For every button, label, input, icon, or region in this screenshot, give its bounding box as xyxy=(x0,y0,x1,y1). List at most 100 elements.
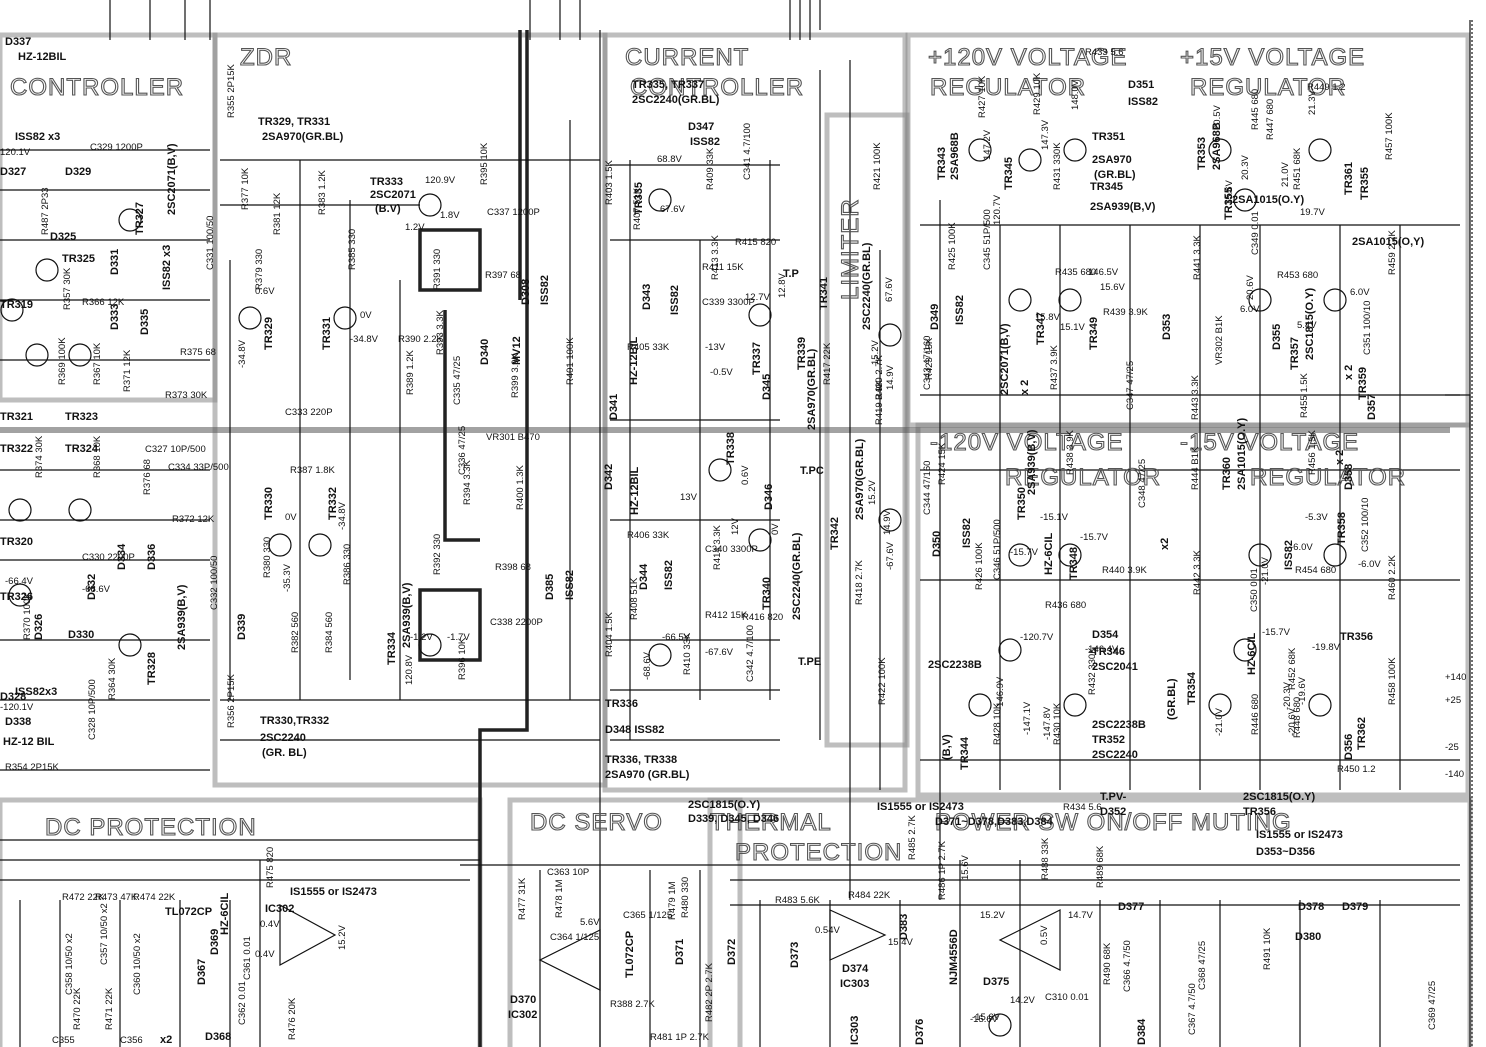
part-label: 2SA970 (GR.BL) xyxy=(605,769,690,781)
component-value: R406 33K xyxy=(627,530,670,541)
voltage-label: 15.6V xyxy=(1100,282,1125,293)
part-label: D374 xyxy=(842,963,869,975)
voltage-label: -25 xyxy=(1445,742,1459,753)
section-titles: ZDR CURRENT CONTROLLER +120V VOLTAGE REG… xyxy=(9,43,1406,866)
component-value: C343 47/160 xyxy=(922,336,933,390)
component-value: R454 680 xyxy=(1295,565,1336,576)
component-value: R420 2.7K xyxy=(874,354,885,400)
part-label: TR323 xyxy=(65,411,98,423)
part-label: x 2 xyxy=(1334,450,1346,465)
section-title: PROTECTION xyxy=(735,839,902,866)
section-title: REGULATOR xyxy=(1250,464,1406,491)
component-value: C336 47/25 xyxy=(457,426,468,475)
part-label: HZ-12BIL xyxy=(629,466,641,515)
voltage-label: -67.6V xyxy=(705,647,734,658)
voltage-label: 5.6V xyxy=(580,917,600,928)
voltage-label: 12.7V xyxy=(745,292,770,303)
part-label: TR329 xyxy=(263,317,275,350)
component-value: C344 47/160 xyxy=(922,461,933,515)
component-value: R397 68 xyxy=(485,270,521,281)
voltage-label: 0.5V xyxy=(1039,925,1050,945)
part-label: TR345 xyxy=(1090,181,1123,193)
component-value: C365 1/125 xyxy=(623,910,672,921)
voltage-label: -120.7V xyxy=(1020,632,1054,643)
component-value: C346 51P/500 xyxy=(992,519,1003,580)
part-label: ISS82 xyxy=(564,570,576,600)
component-value: R392 330 xyxy=(432,534,443,575)
part-label: TR360 xyxy=(1221,457,1233,490)
part-label: TR326 xyxy=(0,591,33,603)
part-label: D330 xyxy=(68,629,94,641)
component-value: R386 330 xyxy=(342,544,353,585)
part-label: D332 xyxy=(86,574,98,600)
voltage-label: 15.6V xyxy=(1224,180,1235,205)
part-label: D350 xyxy=(931,531,943,557)
voltage-label: -15.7V xyxy=(1262,627,1291,638)
component-value: R385 330 xyxy=(347,229,358,270)
voltage-label: -19.8V xyxy=(1312,642,1341,653)
component-value: R370 100K xyxy=(22,592,33,640)
part-label: TL072CP xyxy=(624,931,636,978)
part-label: ISS82 xyxy=(1128,96,1158,108)
component-value: C327 10P/500 xyxy=(145,444,206,455)
component-value: R357 30K xyxy=(62,267,73,310)
component-value: R477 31K xyxy=(517,877,528,920)
voltage-label: 0V xyxy=(285,512,297,523)
voltage-label: 15.6V xyxy=(960,855,971,880)
voltage-label: 1.8V xyxy=(440,210,460,221)
component-value: R435 680 xyxy=(1055,267,1096,278)
component-value: R429 10K xyxy=(1032,72,1043,115)
component-value: R428 10K xyxy=(992,702,1003,745)
voltage-label: 14.9V xyxy=(885,365,896,390)
component-value: R453 680 xyxy=(1277,270,1318,281)
part-label: D367 xyxy=(196,959,208,985)
component-value: R439 3.9K xyxy=(1103,307,1149,318)
voltage-label: -15.7V xyxy=(1010,547,1039,558)
part-label: D345 xyxy=(761,374,773,400)
component-value: R486 1P 2.7K xyxy=(937,840,948,900)
component-value: R403 1.5K xyxy=(604,159,615,205)
component-value: R377 10K xyxy=(240,167,251,210)
part-label: IS1555 or IS2473 xyxy=(877,801,964,813)
component-value: R401 100K xyxy=(565,337,576,385)
part-label: TR350 xyxy=(1016,487,1028,520)
part-label: TR344 xyxy=(959,736,971,770)
component-value: R483 5.6K xyxy=(775,895,821,906)
part-label: D368 xyxy=(205,1031,231,1043)
component-value: R488 33K xyxy=(1040,837,1051,880)
voltage-label: -120.1V xyxy=(0,702,34,713)
part-label: 2SC2238B xyxy=(928,659,982,671)
part-label: TR335 xyxy=(633,182,645,215)
voltage-label: -67.6V xyxy=(885,541,896,570)
component-value: R381 12K xyxy=(272,192,283,235)
part-label: TR348 xyxy=(1068,547,1080,580)
part-label: D338 xyxy=(5,716,31,728)
component-value: R426 100K xyxy=(974,542,985,590)
voltage-label: 67.6V xyxy=(660,204,685,215)
component-value: R390 2.2K xyxy=(398,334,444,345)
component-value: C361 0.01 xyxy=(242,936,253,980)
part-label: D349 xyxy=(929,304,941,330)
component-value: R484 22K xyxy=(848,890,891,901)
component-value: R407 51K xyxy=(632,187,643,230)
voltage-label: 12.8V xyxy=(777,273,788,298)
component-value: R415 820 xyxy=(735,237,776,248)
voltage-label: 15.2V xyxy=(870,340,881,365)
voltage-label: -15.6V xyxy=(972,1012,1001,1023)
component-value: R419 3.9K xyxy=(874,379,885,425)
component-value: R374 30K xyxy=(34,435,45,478)
voltage-label: -140 xyxy=(1445,769,1464,780)
part-label: D383 xyxy=(898,914,910,940)
part-label: 2SA968B xyxy=(1211,122,1223,170)
voltage-labels: 120.9V1.8V1.2V0.6V0V-34.8V-34.8V0V-35.3V… xyxy=(0,79,1466,1025)
component-value: C338 2200P xyxy=(490,617,543,628)
part-label: TR320 xyxy=(0,536,33,548)
component-value: C357 10/50 x2 xyxy=(99,903,110,965)
part-label: ISS82 xyxy=(1283,540,1295,570)
voltage-label: -5.3V xyxy=(1305,512,1328,523)
part-label: D375 xyxy=(983,976,1009,988)
component-value: C337 1200P xyxy=(487,207,540,218)
part-label: 2SA970 xyxy=(1092,154,1132,166)
part-label: 2SC1815(O.Y) xyxy=(1243,791,1315,803)
